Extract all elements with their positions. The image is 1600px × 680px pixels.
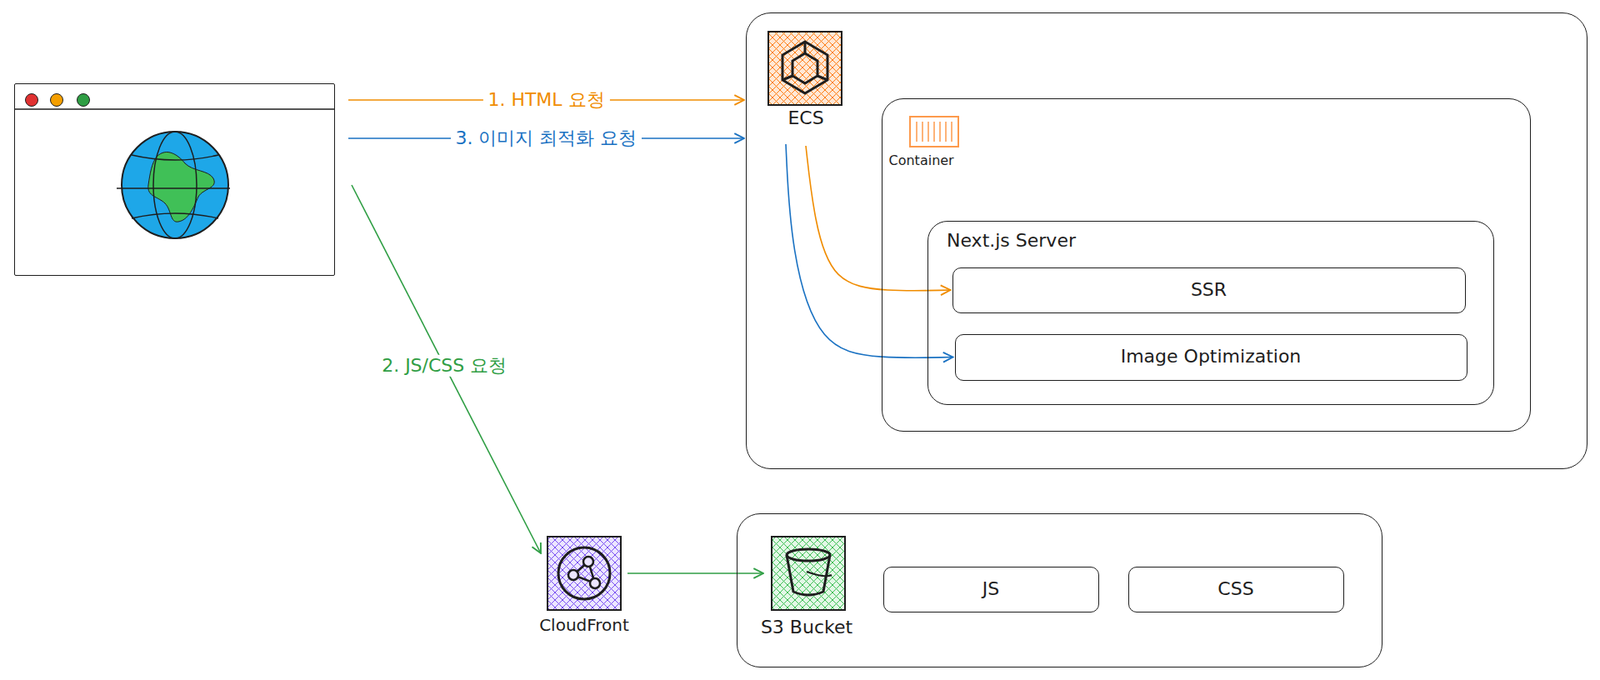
storage-region: S3 Bucket JS CSS — [736, 513, 1383, 668]
cloudfront-icon — [547, 536, 621, 610]
container-box: ContainerNext.js ServerSSR Image Optimiza… — [881, 98, 1531, 432]
ecs-icon — [768, 31, 842, 105]
server-box: Next.js ServerSSR Image Optimization — [927, 220, 1495, 405]
node-label: CloudFront — [525, 615, 643, 635]
node-label: JS — [982, 578, 1000, 600]
node-label: ECS — [764, 107, 848, 130]
node-label: CSS — [1217, 578, 1254, 600]
connector-arrow — [351, 185, 541, 554]
edge-label: 3. 이미지 최적화 요청 — [450, 127, 643, 150]
ecs-region: ECS ContainerNext.js ServerSSR Image Optim… — [745, 12, 1588, 470]
node-label: S3 Bucket — [748, 616, 865, 639]
node-label: Container — [889, 152, 981, 169]
browser-window — [14, 83, 335, 276]
globe-illustration — [116, 131, 230, 239]
edge-label: 1. HTML 요청 — [482, 89, 610, 111]
edge-label: 2. JS/CSS 요청 — [376, 354, 512, 376]
process-box: Image Optimization — [955, 334, 1468, 381]
node-label: Image Optimization — [1120, 345, 1302, 368]
service-icon-node: CloudFront — [542, 533, 626, 642]
container-icon — [910, 116, 959, 147]
s3-bucket-icon — [771, 536, 845, 610]
connector-arrow — [627, 572, 764, 575]
process-box: CSS — [1128, 566, 1345, 613]
node-label: SSR — [1190, 279, 1227, 301]
browser-chrome — [14, 94, 335, 110]
node-label: Next.js Server — [946, 230, 1164, 252]
process-box: JS — [883, 566, 1100, 613]
process-box: SSR — [952, 267, 1466, 314]
